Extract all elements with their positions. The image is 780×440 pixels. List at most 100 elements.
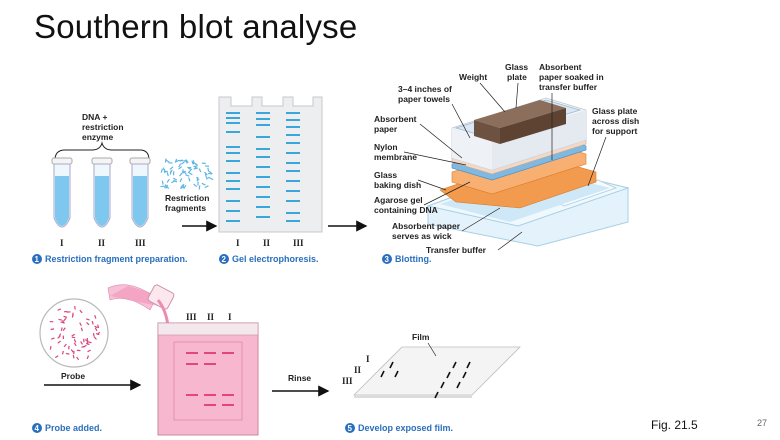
fragment-mark [193, 183, 198, 188]
probe-mark [97, 324, 100, 329]
gel-lane-2: II [263, 238, 271, 248]
film-sheet [353, 346, 521, 399]
probe-mark [54, 355, 59, 359]
pour-tube [107, 284, 175, 327]
probe-mark [63, 317, 67, 322]
electrophoresis-gel [218, 96, 323, 233]
paper-towels-line-1: 3–4 inches of [398, 84, 452, 94]
probe-mark [71, 333, 76, 337]
probe-mark [94, 325, 98, 329]
fragment-mark [187, 167, 193, 171]
fragment-mark [165, 184, 169, 189]
film-band [462, 371, 467, 379]
fragment-mark [198, 185, 201, 190]
gel-band [286, 212, 300, 214]
fragment-mark [195, 176, 200, 181]
fragment-mark [205, 176, 210, 180]
step-2-caption: 2 Gel electrophoresis. [219, 254, 319, 264]
step-1-caption: 1 Restriction fragment preparation. [32, 254, 188, 264]
gel-band [226, 152, 240, 154]
fragment-mark [194, 162, 199, 166]
bag-lane-3: III [186, 312, 197, 322]
film-lane-3: III [342, 376, 353, 386]
bag-band [222, 404, 234, 406]
svg-text:Restriction fragment preparati: Restriction fragment preparation. [45, 254, 188, 264]
svg-text:Blotting.: Blotting. [395, 254, 432, 264]
gel-band [256, 136, 270, 138]
fragment-mark [166, 178, 170, 183]
fragment-mark [160, 168, 163, 173]
fragment-mark [187, 169, 192, 174]
probe-mark [74, 305, 76, 310]
fragment-mark [183, 170, 187, 175]
agarose-line-1: Agarose gel [374, 195, 423, 205]
probe-flask [39, 298, 109, 368]
gel-band [226, 122, 240, 124]
weight-label: Weight [459, 72, 487, 82]
fragment-mark [188, 177, 191, 182]
gel-lane-1: I [236, 238, 240, 248]
bag-band [204, 404, 216, 406]
probe-mark [87, 349, 91, 353]
rinse-label: Rinse [288, 373, 311, 383]
film-lane-1: I [366, 354, 370, 364]
gel-band [226, 188, 240, 190]
fragment-mark [165, 159, 170, 163]
fragment-mark [169, 166, 174, 170]
glass-plate-line-2: plate [507, 72, 527, 82]
gel-band [256, 176, 270, 178]
film-band [456, 381, 461, 389]
glass-support-line-3: for support [592, 126, 637, 136]
step-5-caption: 5 Develop exposed film. [345, 423, 453, 433]
gel-band [256, 156, 270, 158]
probe-mark [94, 314, 97, 319]
gel-band [226, 220, 240, 222]
fragment-mark [169, 169, 173, 174]
absorbent-soaked-line-2: paper soaked in [539, 72, 604, 82]
probe-mark [79, 309, 83, 314]
bag-lane-2: II [207, 312, 215, 322]
probe-mark [65, 352, 70, 355]
film-lane-2: II [354, 365, 362, 375]
probe-mark [86, 355, 90, 360]
bag-band [222, 352, 234, 354]
fragment-mark [204, 173, 208, 178]
probe-mark [61, 320, 65, 324]
step-3-caption: 3 Blotting. [382, 254, 432, 264]
dna-enzyme-line-3: enzyme [82, 132, 113, 142]
glass-support-line-1: Glass plate [592, 106, 638, 116]
probe-mark [85, 342, 90, 346]
gel-band [226, 112, 240, 114]
gel-band [286, 200, 300, 202]
dna-enzyme-label: DNA + restriction enzyme [82, 112, 124, 142]
fragment-mark [180, 184, 184, 188]
probe-mark [80, 341, 83, 345]
svg-text:4: 4 [35, 424, 40, 433]
gel-band [226, 172, 240, 174]
blotting-apparatus [426, 97, 630, 247]
fragment-mark [161, 180, 164, 185]
gel-band [286, 152, 300, 154]
gel-band [256, 216, 270, 218]
tube-2 [91, 157, 113, 228]
tube-3 [129, 157, 151, 228]
gel-band [226, 146, 240, 148]
absorbent-soaked-line-3: transfer buffer [539, 82, 598, 92]
gel-band [226, 117, 240, 119]
bag-band [186, 394, 198, 396]
probe-mark [81, 345, 85, 348]
fragment-mark [183, 184, 187, 189]
fragment-mark [185, 174, 190, 177]
probe-mark [63, 315, 68, 318]
fragment-mark [193, 167, 198, 170]
gel-band [256, 148, 270, 150]
absorbent-soaked-line-1: Absorbent [539, 62, 582, 72]
gel-band [256, 186, 270, 188]
probe-mark [60, 327, 63, 332]
absorbent-paper-line-1: Absorbent [374, 114, 417, 124]
fragment-mark [207, 167, 210, 172]
film-band [446, 371, 451, 379]
fragment-mark [198, 168, 202, 173]
fragment-mark [184, 159, 188, 164]
paper-towels-line-2: paper towels [398, 94, 450, 104]
